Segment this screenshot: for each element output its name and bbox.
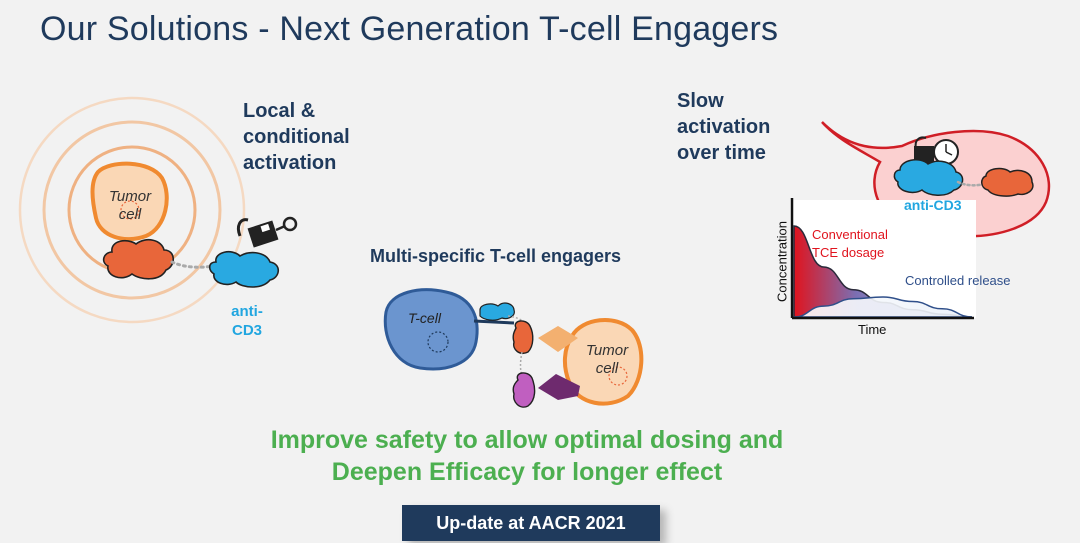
orange-domain-right [981, 167, 1034, 197]
purple-domain-mid [512, 372, 536, 408]
activation-rings [18, 96, 246, 324]
tumor-cell-mid [563, 317, 644, 406]
anti-cd3-right-label: anti-CD3 [904, 197, 962, 213]
linker-left [170, 260, 216, 269]
update-badge: Up-date at AACR 2021 [402, 505, 660, 541]
blue-domain-left [208, 250, 280, 288]
anti-cd3-left-label: anti- CD3 [231, 303, 263, 339]
local-activation-label: Local & conditional activation [243, 100, 350, 174]
multi-specific-label: Multi-specific T-cell engagers [370, 246, 622, 266]
y-axis-label: Concentration [774, 221, 790, 302]
slow-activation-label: Slow activation over time [677, 90, 771, 164]
page-title: Our Solutions - Next Generation T-cell E… [40, 10, 779, 48]
series-controlled [793, 296, 973, 318]
blue-domain-right [893, 158, 964, 196]
tumor-cell-mid-label: Tumor cell [585, 342, 629, 377]
receptor-orange [538, 326, 578, 352]
x-axis-label: Time [858, 322, 887, 337]
t-cell-label: T-cell [408, 310, 441, 326]
receptor-purple [538, 374, 580, 400]
series-label-controlled: Controlled release [905, 273, 1011, 288]
t-cell [383, 288, 479, 371]
padlock-key-icon [236, 216, 298, 248]
tumor-cell-left-label: Tumor cell [108, 188, 152, 223]
blue-domain-mid [479, 302, 515, 321]
tagline: Improve safety to allow optimal dosing a… [270, 426, 784, 486]
orange-domain-mid [512, 320, 534, 354]
series-label-conventional: Conventional TCE dosage [812, 227, 888, 260]
orange-domain-left [102, 238, 175, 280]
